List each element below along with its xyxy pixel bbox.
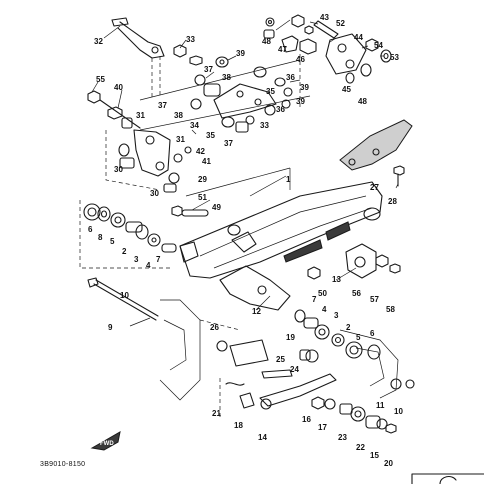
callout-36-upper: 36 [286, 73, 295, 82]
brake-pedal-assembly [216, 339, 337, 420]
callout-40: 40 [114, 83, 123, 92]
callout-57: 57 [370, 295, 379, 304]
callout-36-mid: 36 [276, 105, 285, 114]
callout-22: 22 [356, 443, 365, 452]
callout-23: 23 [338, 433, 347, 442]
callout-19: 19 [286, 333, 295, 342]
callout-39-upper: 39 [236, 49, 245, 58]
pivot-bearing-stack-left [79, 200, 177, 269]
callout-55: 55 [96, 75, 105, 84]
relay-arm-assembly [139, 55, 311, 133]
callout-8: 8 [98, 233, 103, 242]
callout-14: 14 [258, 433, 267, 442]
callout-38-mid: 38 [174, 111, 183, 120]
swingarm [171, 167, 383, 311]
callout-labels: 32 33 43 52 44 48 47 46 54 53 39 37 38 3… [88, 13, 403, 468]
callout-2-right: 2 [346, 323, 351, 332]
callout-4-left: 4 [146, 261, 151, 270]
callout-39-mid: 39 [296, 97, 305, 106]
callout-34: 34 [190, 121, 199, 130]
callout-27: 27 [370, 183, 379, 192]
callout-26: 26 [210, 323, 219, 332]
callout-37-upper: 37 [204, 65, 213, 74]
callout-25: 25 [276, 355, 285, 364]
chain-puller-bracket [307, 243, 401, 280]
callout-48: 48 [262, 37, 271, 46]
callout-1: 1 [286, 175, 291, 184]
upper-link-assembly [263, 14, 392, 110]
upper-bracket [111, 17, 187, 100]
callout-48-lower: 48 [358, 97, 367, 106]
callout-28: 28 [388, 197, 397, 206]
callout-47: 47 [278, 45, 287, 54]
callout-49: 49 [212, 203, 221, 212]
callout-7-right: 7 [312, 295, 317, 304]
callout-54: 54 [374, 41, 383, 50]
callout-10-left: 10 [120, 291, 129, 300]
callout-51: 51 [198, 193, 207, 202]
callout-6-right: 6 [370, 329, 375, 338]
callout-18: 18 [234, 421, 243, 430]
fwd-label: FWD [100, 441, 114, 447]
callout-4-right: 4 [322, 305, 327, 314]
callout-56: 56 [352, 289, 361, 298]
callout-30-lower: 30 [150, 189, 159, 198]
chain-guide [339, 119, 413, 187]
callout-13: 13 [332, 275, 341, 284]
callout-17: 17 [318, 423, 327, 432]
callout-32: 32 [94, 37, 103, 46]
callout-31-upper: 31 [136, 111, 145, 120]
callout-11: 11 [376, 401, 385, 410]
page-number-fragment [439, 475, 457, 484]
callout-35-right: 35 [266, 87, 275, 96]
callout-37-lower: 37 [224, 139, 233, 148]
callout-44: 44 [354, 33, 363, 42]
frame-section [159, 299, 399, 401]
callout-7-left: 7 [156, 255, 161, 264]
leader-lines [91, 19, 399, 327]
callout-33-mid: 33 [260, 121, 269, 130]
callout-20: 20 [384, 459, 393, 468]
callout-5-left: 5 [110, 237, 115, 246]
callout-33: 33 [186, 35, 195, 44]
pivot-bearing-stack-right [294, 309, 381, 360]
callout-15: 15 [370, 451, 379, 460]
callout-37-mid: 37 [158, 101, 167, 110]
diagram-code: 3B9010-8150 [40, 461, 85, 468]
callout-12: 12 [252, 307, 261, 316]
callout-24: 24 [290, 365, 299, 374]
callout-10-right: 10 [394, 407, 403, 416]
callout-29: 29 [198, 175, 207, 184]
callout-2-left: 2 [122, 247, 127, 256]
pivot-shaft [87, 277, 159, 321]
callout-53: 53 [390, 53, 399, 62]
connecting-rod-assembly [87, 90, 192, 193]
callout-5-right: 5 [356, 333, 361, 342]
callout-42: 42 [196, 147, 205, 156]
callout-31-lower: 31 [176, 135, 185, 144]
callout-39-right: 39 [300, 83, 309, 92]
callout-58: 58 [386, 305, 395, 314]
callout-43: 43 [320, 13, 329, 22]
callout-45: 45 [342, 85, 351, 94]
callout-30-left: 30 [114, 165, 123, 174]
forward-arrow-icon: FWD [90, 431, 121, 451]
callout-21: 21 [212, 409, 221, 418]
callout-3-right: 3 [334, 311, 339, 320]
lower-right-hardware [311, 378, 415, 434]
callout-50: 50 [318, 289, 327, 298]
callout-16: 16 [302, 415, 311, 424]
callout-38-upper: 38 [222, 73, 231, 82]
callout-35-lower: 35 [206, 131, 215, 140]
callout-41: 41 [202, 157, 211, 166]
callout-3-left: 3 [134, 255, 139, 264]
page-corner-mark [411, 473, 484, 484]
callout-46: 46 [296, 55, 305, 64]
callout-6-left: 6 [88, 225, 93, 234]
callout-52: 52 [336, 19, 345, 28]
callout-9: 9 [108, 323, 113, 332]
